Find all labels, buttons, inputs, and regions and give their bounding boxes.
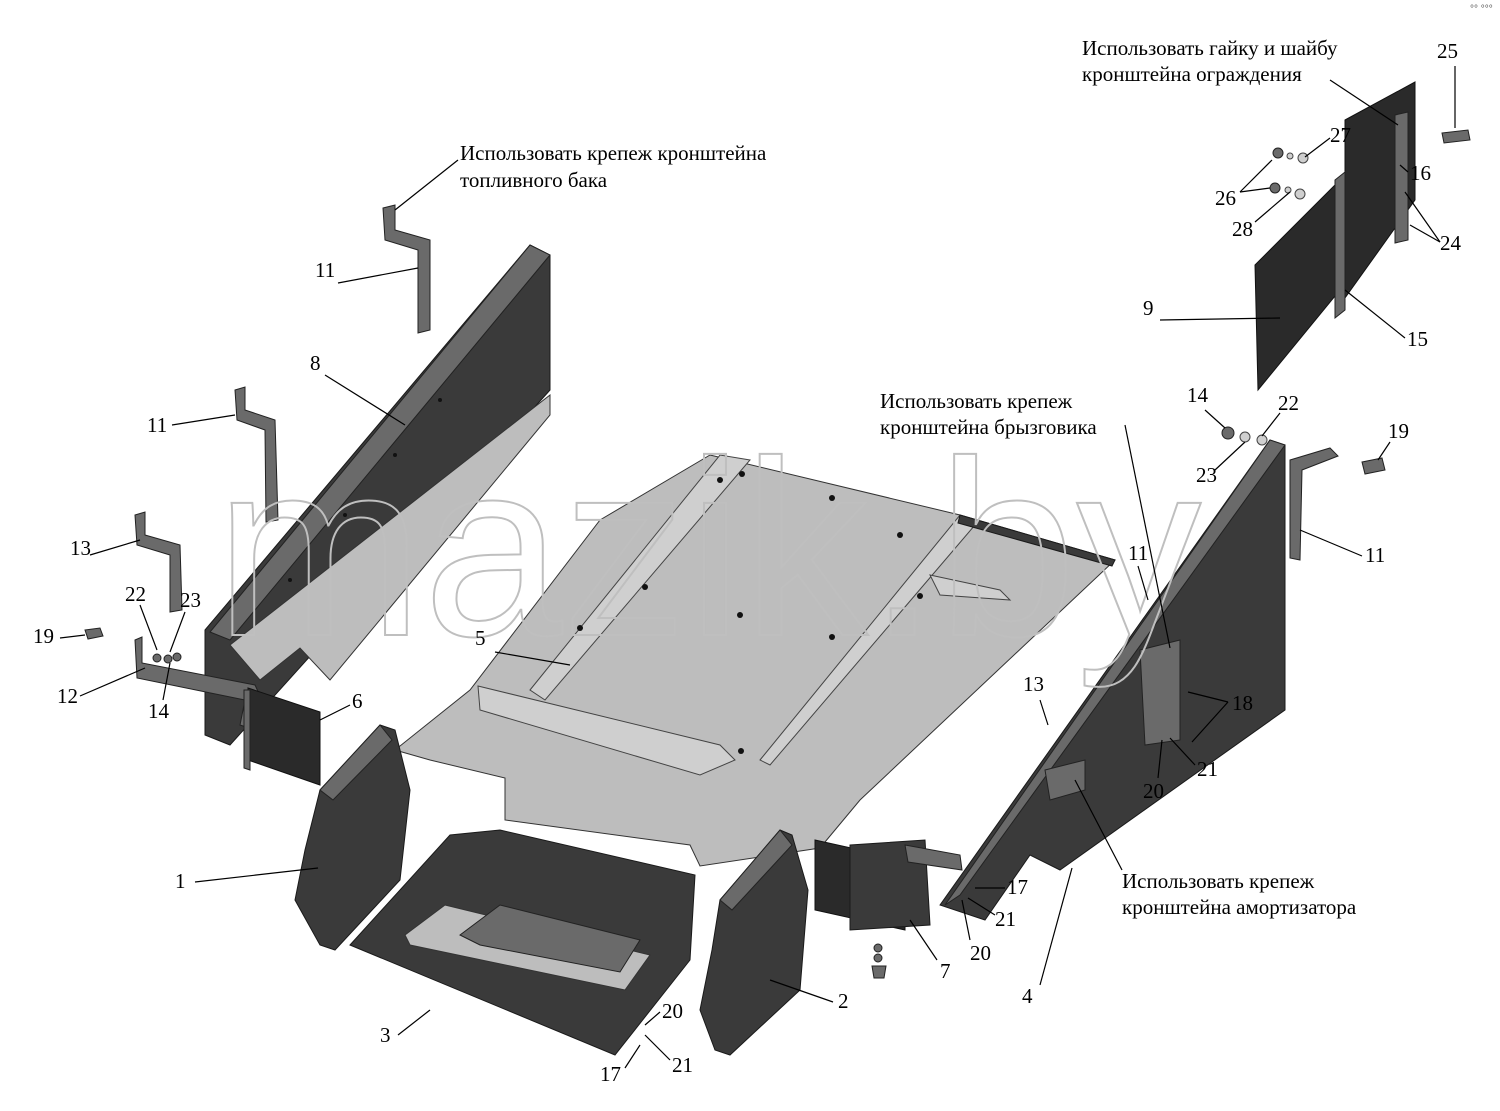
callout-5: 5 bbox=[475, 626, 486, 650]
callout-2: 2 bbox=[838, 989, 849, 1013]
callout-17-a: 17 bbox=[600, 1062, 621, 1086]
callout-23-a: 23 bbox=[180, 588, 201, 612]
callout-6: 6 bbox=[352, 689, 363, 713]
callout-21-a: 21 bbox=[672, 1053, 693, 1077]
callouts: 1 2 3 4 5 6 7 8 9 11 11 11 11 12 13 13 1… bbox=[33, 39, 1462, 1086]
bracket-11-right bbox=[1289, 447, 1339, 561]
callout-20-a: 20 bbox=[662, 999, 683, 1023]
watermark-text: mazik.by bbox=[215, 409, 1201, 688]
callout-16: 16 bbox=[1410, 161, 1431, 185]
callout-19-b: 19 bbox=[1388, 419, 1409, 443]
callout-13-a: 13 bbox=[70, 536, 91, 560]
callout-27: 27 bbox=[1330, 123, 1351, 147]
part-4-right-side-panel bbox=[939, 439, 1286, 921]
callout-8: 8 bbox=[310, 351, 321, 375]
bracket-11-upper-left bbox=[382, 204, 431, 334]
note-shock-line1: Использовать крепеж bbox=[1122, 869, 1315, 893]
callout-21-b: 21 bbox=[1197, 757, 1218, 781]
note-shock-line2: кронштейна амортизатора bbox=[1122, 895, 1357, 919]
callout-20-c: 20 bbox=[970, 941, 991, 965]
callout-25: 25 bbox=[1437, 39, 1458, 63]
callout-20-b: 20 bbox=[1143, 779, 1164, 803]
callout-24: 24 bbox=[1440, 231, 1462, 255]
callout-22-b: 22 bbox=[1278, 391, 1299, 415]
part-2-right-mudguard bbox=[699, 829, 809, 1056]
note-fuel-tank-line2: топливного бака bbox=[460, 168, 608, 192]
callout-17-b: 17 bbox=[1007, 875, 1028, 899]
part-5-floor-plate bbox=[393, 454, 1116, 867]
callout-15: 15 bbox=[1407, 327, 1428, 351]
bracket-13-left bbox=[134, 511, 183, 613]
callout-12: 12 bbox=[57, 684, 78, 708]
callout-18: 18 bbox=[1232, 691, 1253, 715]
callout-11-a: 11 bbox=[315, 258, 335, 282]
callout-26: 26 bbox=[1215, 186, 1236, 210]
callout-11-c: 11 bbox=[1128, 541, 1148, 565]
callout-11-d: 11 bbox=[1365, 543, 1385, 567]
note-fuel-tank-line1: Использовать крепеж кронштейна bbox=[460, 141, 767, 165]
bolt-19-left bbox=[84, 627, 104, 640]
callout-9: 9 bbox=[1143, 296, 1154, 320]
callout-3: 3 bbox=[380, 1023, 391, 1047]
corner-mark: °° °°° bbox=[1470, 4, 1493, 15]
note-guard-line1: Использовать гайку и шайбу bbox=[1082, 36, 1338, 60]
callout-22-a: 22 bbox=[125, 582, 146, 606]
part-1-left-mudguard bbox=[294, 724, 411, 951]
note-guard-line2: кронштейна ограждения bbox=[1082, 62, 1302, 86]
callout-1: 1 bbox=[175, 869, 186, 893]
part-6-mesh-panel bbox=[243, 687, 321, 786]
note-mudguard-line2: кронштейна брызговика bbox=[880, 415, 1097, 439]
part-8-left-side-panel bbox=[204, 244, 551, 746]
callout-14-a: 14 bbox=[148, 699, 170, 723]
callout-4: 4 bbox=[1022, 984, 1033, 1008]
callout-21-c: 21 bbox=[995, 907, 1016, 931]
callout-19-a: 19 bbox=[33, 624, 54, 648]
bolt-19-right bbox=[1361, 457, 1386, 475]
callout-14-b: 14 bbox=[1187, 383, 1209, 407]
callout-13-b: 13 bbox=[1023, 672, 1044, 696]
note-mudguard-line1: Использовать крепеж bbox=[880, 389, 1073, 413]
part-9-guard-panel bbox=[1254, 81, 1471, 392]
part-3-front-tray bbox=[349, 829, 696, 1056]
part-7-mesh-assembly bbox=[814, 839, 963, 979]
callout-23-b: 23 bbox=[1196, 463, 1217, 487]
callout-11-b: 11 bbox=[147, 413, 167, 437]
bracket-11-mid-left bbox=[234, 386, 279, 523]
callout-7: 7 bbox=[940, 959, 951, 983]
callout-28: 28 bbox=[1232, 217, 1253, 241]
washers-14-22-23-right bbox=[1221, 426, 1268, 446]
